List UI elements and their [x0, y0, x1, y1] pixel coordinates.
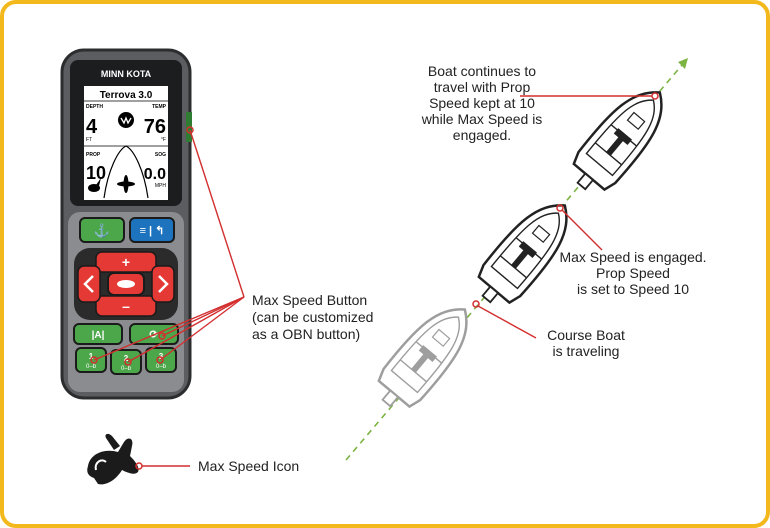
svg-text:Boat continues to: Boat continues to: [428, 63, 536, 79]
autopilot-icon: |A|: [92, 330, 105, 341]
right-arrow-icon: [158, 275, 169, 293]
course-path-arrowhead: [678, 58, 688, 69]
engaged-leader: [556, 204, 603, 251]
prop-toggle-icon: [117, 280, 135, 288]
obn-button-2-label: 2: [124, 354, 129, 363]
svg-text:Max Speed is engaged.: Max Speed is engaged.: [559, 249, 706, 265]
obn-button-1-sub: 0–b: [86, 364, 97, 370]
svg-text:is set to Speed 10: is set to Speed 10: [577, 281, 689, 297]
menu-back-icon: ≡ | ↰: [140, 225, 165, 237]
propeller-icon: [117, 175, 135, 193]
max-speed-button-label: Max Speed Button (can be customized as a…: [252, 292, 373, 342]
max-speed-icon-leader: [135, 462, 190, 470]
brand-label: MINN KOTA: [101, 69, 152, 79]
sog-label: SOG: [155, 152, 166, 158]
motor-icon: [118, 112, 134, 128]
svg-text:Speed kept at 10: Speed kept at 10: [429, 95, 535, 111]
depth-value: 4: [86, 116, 98, 138]
engaged-label: Max Speed is engaged. Prop Speed is set …: [559, 249, 706, 297]
svg-text:(can be customized: (can be customized: [252, 309, 373, 325]
depth-unit: FT: [86, 137, 92, 143]
obn-button-2-sub: 0–b: [121, 366, 132, 372]
prop-value: 10: [86, 163, 106, 183]
rabbit-icon-small: [88, 178, 101, 192]
menu-back-button[interactable]: [129, 217, 175, 243]
sog-unit: MPH: [155, 183, 167, 189]
continues-leader: [520, 92, 659, 100]
continues-label: Boat continues to travel with Prop Speed…: [421, 63, 543, 143]
obn-button-2[interactable]: [110, 349, 142, 375]
plus-icon: +: [122, 254, 130, 270]
svg-text:is traveling: is traveling: [553, 343, 620, 359]
temp-value: 76: [144, 116, 166, 138]
svg-text:while Max Speed is: while Max Speed is: [421, 111, 543, 127]
screen-title: Terrova 3.0: [100, 90, 153, 101]
right-button[interactable]: [151, 265, 175, 303]
anchor-button[interactable]: [79, 217, 125, 243]
svg-text:Max Speed Button: Max Speed Button: [252, 292, 367, 308]
anchor-icon: ⚓: [94, 223, 110, 238]
svg-text:Prop Speed: Prop Speed: [596, 265, 670, 281]
left-arrow-icon: [83, 275, 94, 293]
course-leader: [472, 300, 537, 339]
svg-text:travel with Prop: travel with Prop: [434, 79, 531, 95]
obn-button-1-label: 1: [89, 352, 94, 361]
sog-value: 0.0: [144, 166, 166, 183]
svg-text:as a OBN button): as a OBN button): [252, 326, 360, 342]
boat-course: [366, 292, 485, 420]
left-button[interactable]: [77, 265, 101, 303]
temp-label: TEMP: [152, 104, 167, 110]
svg-text:Course Boat: Course Boat: [547, 327, 625, 343]
max-speed-button-leaders: [90, 126, 245, 366]
max-speed-icon-label: Max Speed Icon: [198, 458, 299, 474]
minus-icon: –: [122, 298, 130, 314]
autopilot-button[interactable]: [73, 323, 123, 345]
prop-label: PROP: [86, 152, 101, 158]
remote-control: MINN KOTA Terrova 3.0 DEPTH 4 FT TEMP 76…: [60, 48, 192, 400]
svg-text:engaged.: engaged.: [453, 127, 511, 143]
obn-button-3-sub: 0–b: [156, 364, 167, 370]
boat-continues: [561, 75, 680, 203]
depth-label: DEPTH: [86, 104, 103, 110]
course-label: Course Boat is traveling: [547, 327, 625, 359]
boat-engaged: [466, 188, 585, 316]
heading-arc: [103, 145, 149, 199]
rabbit-icon: [87, 433, 139, 485]
temp-unit: °F: [161, 137, 166, 143]
